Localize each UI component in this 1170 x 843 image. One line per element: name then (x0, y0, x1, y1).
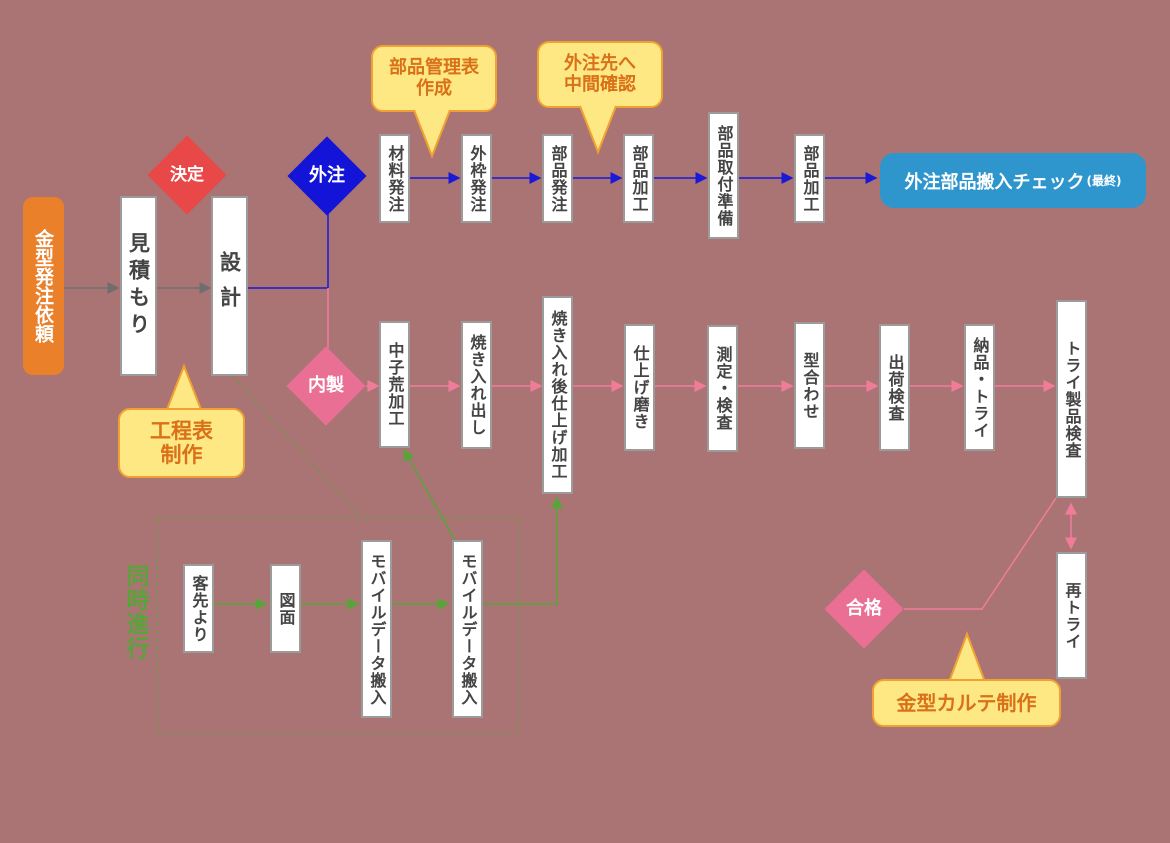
vendor-check-callout-tail (579, 104, 617, 155)
inhouse-step-1: 中子荒加工 (379, 321, 410, 448)
inhouse-step-6-label: 型合わせ (800, 351, 820, 420)
outsource-step-2-label: 外枠発注 (467, 144, 487, 213)
retry-box: 再トライ (1056, 552, 1087, 679)
inhouse-step-3: 焼き入れ後仕上げ加工 (542, 296, 573, 494)
outsource-step-4-label: 部品加工 (629, 144, 649, 213)
outsource-step-3-label: 部品発注 (548, 144, 568, 213)
inhouse-step-2-label: 焼き入れ出し (467, 334, 487, 436)
outsource-step-5-label: 部品取付準備 (714, 124, 734, 227)
outsource-step-6: 部品加工 (794, 134, 825, 223)
design-box: 設計 (211, 196, 248, 376)
outsource-step-1-label: 材料発注 (385, 144, 405, 213)
inhouse-step-7: 出荷検査 (879, 324, 910, 451)
karte-callout: 金型カルテ制作 (872, 679, 1061, 727)
inhouse-step-9-label: トライ製品検査 (1062, 339, 1082, 459)
outsource-step-6-label: 部品加工 (800, 144, 820, 213)
start-label: 金型発注依頼 (32, 229, 54, 343)
retry-label: 再トライ (1062, 581, 1082, 650)
outsource-label: 外注 (309, 165, 345, 186)
parts-list-text: 部品管理表 作成 (389, 56, 479, 99)
final-check-pill: 外注部品搬入チェック(最終) (880, 153, 1146, 208)
parallel-step-4: モバイルデータ搬入 (452, 540, 483, 718)
parallel-step-1-label: 客先より (189, 574, 209, 643)
outsource-step-2: 外枠発注 (461, 134, 492, 223)
parallel-step-3-label: モバイルデータ搬入 (367, 552, 387, 706)
inhouse-label: 内製 (308, 375, 344, 396)
parallel-step-4-label: モバイルデータ搬入 (458, 552, 478, 706)
outsource-step-5: 部品取付準備 (708, 112, 739, 239)
inhouse-step-4: 仕上げ磨き (624, 324, 655, 451)
start-order-pill: 金型発注依頼 (23, 197, 64, 375)
inhouse-step-6: 型合わせ (794, 322, 825, 449)
schedule-callout: 工程表 制作 (118, 408, 245, 478)
final-check-sub: (最終) (1086, 174, 1122, 188)
estimate-box: 見積もり (120, 196, 157, 376)
karte-callout-tail (948, 631, 986, 683)
inhouse-step-9: トライ製品検査 (1056, 300, 1087, 498)
karte-text: 金型カルテ制作 (896, 690, 1037, 715)
inhouse-step-1-label: 中子荒加工 (385, 342, 405, 427)
outsource-step-4: 部品加工 (623, 134, 654, 223)
parallel-step-3: モバイルデータ搬入 (361, 540, 392, 718)
final-check-label: 外注部品搬入チェック (904, 171, 1085, 193)
inhouse-step-7-label: 出荷検査 (885, 353, 905, 422)
design-label: 設計 (217, 251, 242, 321)
vendor-check-callout: 外注先へ 中間確認 (537, 41, 663, 108)
inhouse-step-2: 焼き入れ出し (461, 321, 492, 449)
outsource-step-1: 材料発注 (379, 134, 410, 223)
parallel-step-2: 図面 (270, 564, 301, 653)
schedule-callout-tail (165, 363, 203, 413)
parallel-title: 同時進行 (122, 564, 148, 660)
inhouse-step-4-label: 仕上げ磨き (630, 345, 650, 430)
vendor-check-text: 外注先へ 中間確認 (564, 52, 636, 95)
inhouse-step-5: 測定・検査 (707, 325, 738, 452)
outsource-step-3: 部品発注 (542, 134, 573, 223)
inhouse-step-8-label: 納品・トライ (970, 336, 990, 439)
parallel-step-2-label: 図面 (276, 591, 296, 626)
parts-list-callout-tail (413, 108, 451, 159)
decision-label: 決定 (170, 165, 204, 185)
inhouse-step-8: 納品・トライ (964, 324, 995, 451)
parallel-step-1: 客先より (183, 564, 214, 653)
parts-list-callout: 部品管理表 作成 (371, 45, 497, 112)
estimate-label: 見積もり (126, 232, 151, 340)
inhouse-step-5-label: 測定・検査 (713, 346, 733, 431)
inhouse-step-3-label: 焼き入れ後仕上げ加工 (548, 310, 568, 480)
pass-label: 合格 (846, 598, 882, 619)
schedule-text: 工程表 制作 (150, 418, 213, 467)
